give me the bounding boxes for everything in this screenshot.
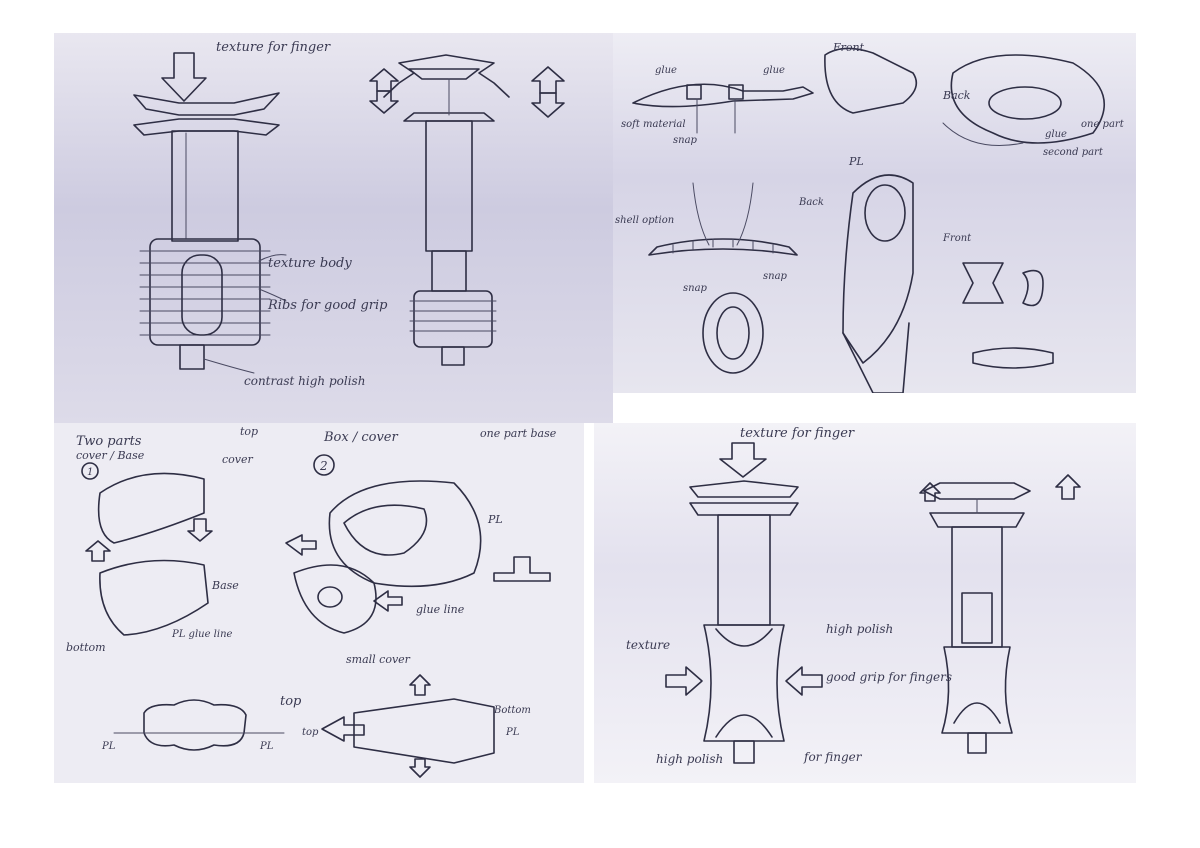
arrow-down-icon [369,90,399,114]
label-back: Back [942,89,971,102]
label-num-1: 1 [87,467,93,478]
arrow-left-icon [785,666,823,696]
arrow-up-icon [409,674,431,696]
arrow-up-icon [531,66,565,94]
label-pl-2: PL [487,513,503,526]
label-cover-base: cover / Base [76,449,145,462]
arrow-up-icon [369,68,399,92]
arrow-left-icon [373,590,403,612]
label-glue-3: glue [1045,129,1067,140]
label-base: Base [211,579,239,592]
label-front-2: Front [942,233,972,244]
label-second-part: second part [1043,147,1104,158]
label-front: Front [832,41,865,54]
arrow-down-icon [531,92,565,118]
arrow-down-icon [187,518,213,542]
label-texture: texture [626,638,670,652]
panel-top-left-sketch: texture for finger texture body Ribs for… [54,33,613,423]
arrow-up-icon [85,540,111,562]
label-snap-3: snap [763,271,788,282]
label-top-2: top [280,694,302,709]
label-texture-for-finger: texture for finger [216,40,331,55]
label-glue-2: glue [763,65,785,76]
label-pl-5: PL [259,741,274,752]
arrow-down-icon [161,52,207,102]
sketch-two-part-cover: Two parts cover / Base top cover Base bo… [66,425,557,778]
label-high-polish-1: high polish [826,622,893,636]
label-high-polish-2: high polish [656,752,723,766]
label-glue-line: glue line [416,603,465,616]
label-for-finger: for finger [803,750,863,764]
label-box-cover: Box / cover [323,430,399,445]
arrow-up-icon [919,482,941,502]
label-back-2: Back [798,197,824,208]
sketch-syringe-ribbed: texture for finger texture body Ribs for… [133,40,565,388]
arrow-down-icon [719,442,767,478]
label-num-2: 2 [319,459,328,473]
arrow-left-icon [321,716,365,742]
label-soft-material: soft material [621,119,686,130]
label-shell-option: shell option [615,215,674,226]
arrow-right-icon [665,666,703,696]
label-ribs: Ribs for good grip [267,298,388,313]
label-one-part-base: one part base [480,427,557,440]
label-snap-2: snap [683,283,708,294]
label-good-grip: good grip for fingers [826,670,952,684]
panel-bottom-left-sketch: Two parts cover / Base top cover Base bo… [54,423,584,783]
label-bottom-2: Bottom [493,705,531,716]
render-syringe-grip: texture for finger high polish texture g… [626,426,1081,766]
label-snap: snap [673,135,698,146]
label-cover: cover [222,453,254,466]
label-pl-4: PL [101,741,116,752]
label-texture-for-finger-2: texture for finger [740,426,855,441]
panel-bottom-right-render: texture for finger high polish texture g… [594,423,1136,783]
label-bottom: bottom [66,641,106,654]
arrow-down-icon [409,758,431,778]
label-pl-glue-line: PL glue line [171,629,233,640]
label-two-parts: Two parts [76,434,142,449]
arrow-right-icon [285,534,317,556]
label-pl: PL [848,155,864,168]
label-pl-3: PL [505,727,520,738]
label-one-part: one part [1081,119,1125,130]
arrow-up-icon [1055,474,1081,500]
label-small-cover: small cover [346,653,411,666]
label-texture-body: texture body [268,256,352,271]
label-top: top [240,425,258,438]
label-top-3: top [302,727,319,738]
label-contrast-high-polish: contrast high polish [244,374,365,388]
sketch-cap-and-shell: glue glue soft material snap Front Back … [615,41,1125,393]
panel-top-right-sketch: glue glue soft material snap Front Back … [613,33,1136,393]
label-glue-1: glue [655,65,677,76]
